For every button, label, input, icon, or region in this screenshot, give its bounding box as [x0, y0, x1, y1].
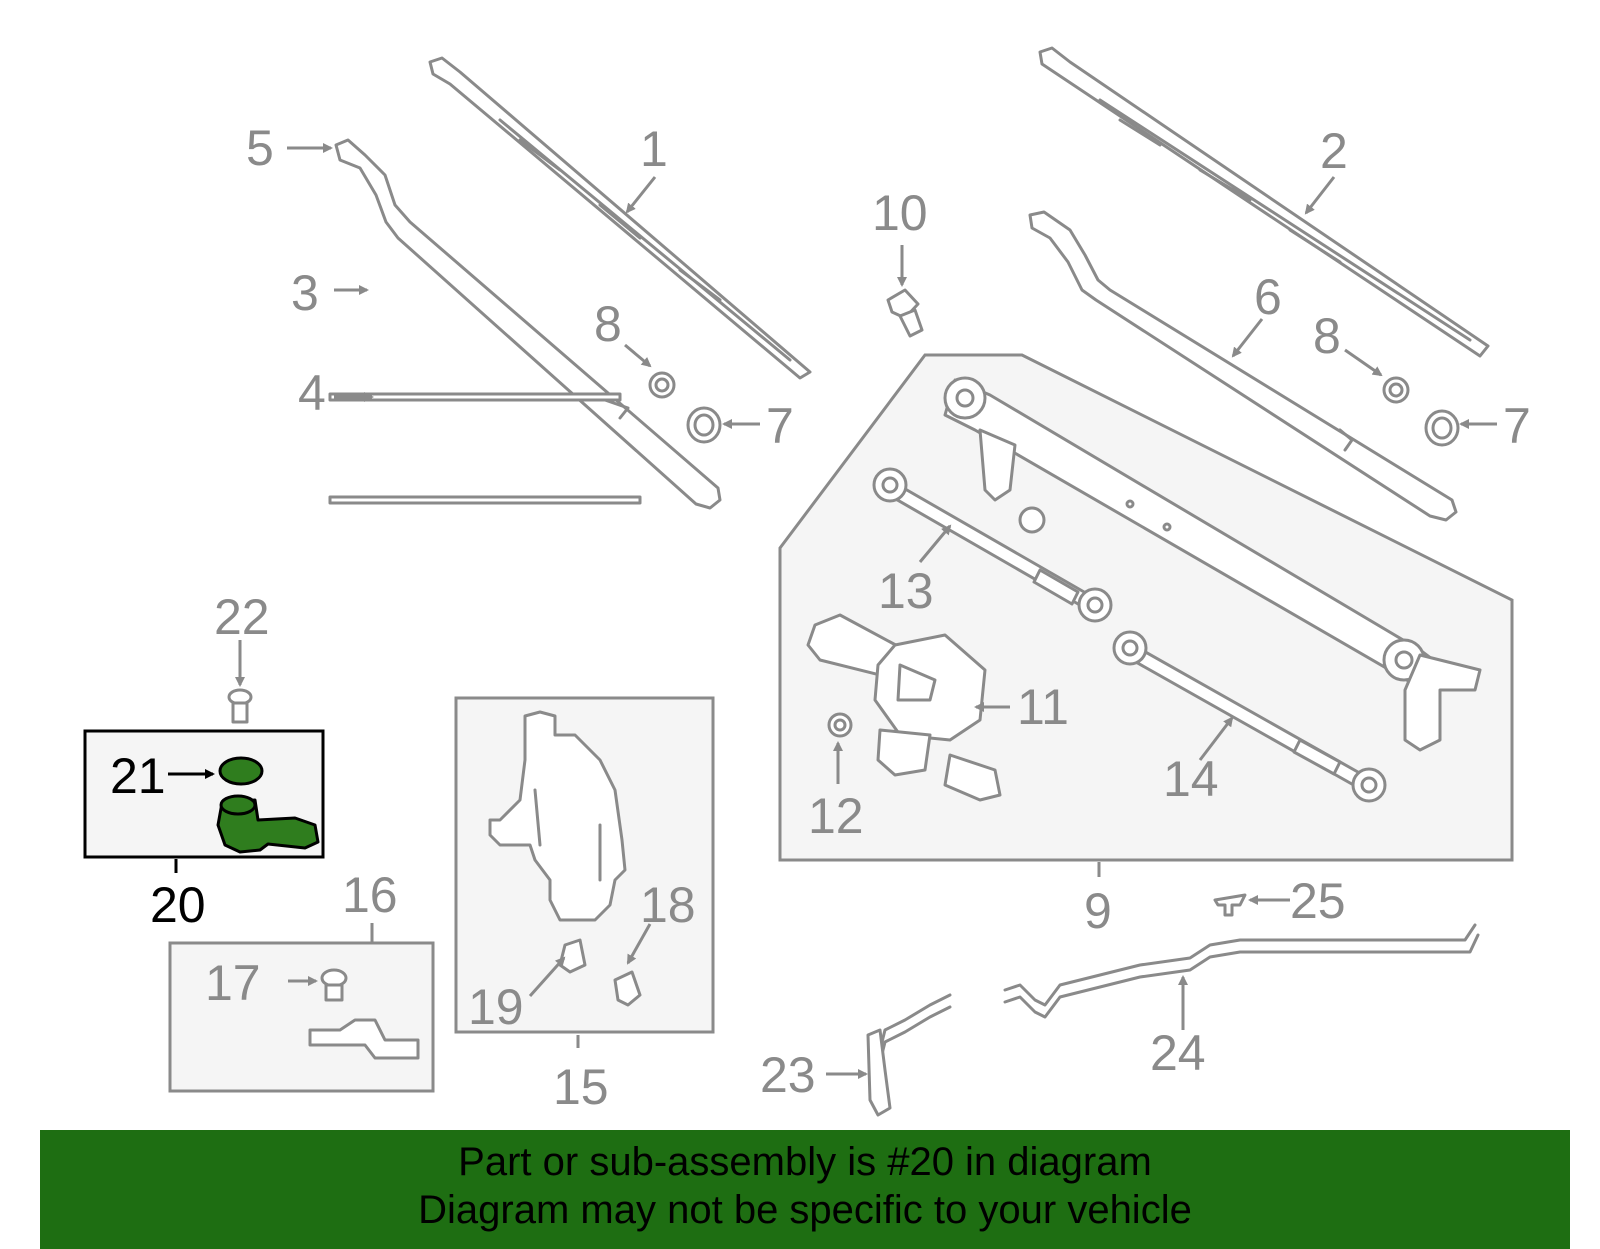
callout-15: 15	[553, 1059, 609, 1115]
wiper-blade-right	[1038, 46, 1490, 358]
clip-25	[1213, 893, 1247, 917]
link-rod-13	[872, 467, 1113, 623]
bolt-17	[320, 968, 348, 1002]
wiper-arm-left	[334, 138, 722, 510]
wiper-washer-parts-diagram: 1 2 3 4 5 6 7 7 8 8 9 10 11 12 13 14 15 …	[83, 46, 1531, 1117]
banner-line-1: Part or sub-assembly is #20 in diagram	[458, 1140, 1152, 1184]
leader-lines	[168, 143, 1497, 1079]
callout-20: 20	[150, 877, 206, 933]
callout-13: 13	[878, 563, 934, 619]
callout-17: 17	[205, 955, 261, 1011]
wiper-motor-11	[806, 613, 1002, 802]
banner-line-2: Diagram may not be specific to your vehi…	[418, 1188, 1192, 1232]
clip-18	[613, 970, 642, 1007]
wiper-arm-right	[1028, 210, 1458, 522]
callout-11: 11	[1017, 679, 1069, 735]
nozzle-connector-23	[866, 1028, 892, 1117]
callout-22: 22	[214, 589, 270, 645]
callout-8-right: 8	[1313, 308, 1341, 364]
blade-insert	[328, 392, 642, 505]
cap-right	[1424, 409, 1460, 447]
washer-reservoir	[488, 710, 627, 922]
info-banner: Part or sub-assembly is #20 in diagram D…	[40, 1130, 1570, 1249]
callout-5: 5	[246, 120, 274, 176]
nut-left	[648, 371, 676, 399]
linkage-group-box-9	[778, 353, 1514, 862]
grommet-19	[558, 938, 587, 974]
callout-12: 12	[808, 788, 864, 844]
linkage-main-bar	[943, 376, 1482, 752]
callout-8-left: 8	[594, 296, 622, 352]
cap-left	[686, 406, 722, 444]
washer-pump-20	[216, 794, 320, 854]
callout-6: 6	[1254, 269, 1282, 325]
callout-labels: 1 2 3 4 5 6 7 7 8 8 9 10 11 12 13 14 15 …	[110, 120, 1531, 1115]
link-rod-14	[1112, 630, 1387, 803]
callout-7-left: 7	[766, 398, 794, 454]
nut-right	[1382, 376, 1410, 404]
bolt-22	[227, 688, 253, 724]
bolt-12	[827, 712, 853, 738]
callout-3: 3	[291, 265, 319, 321]
bracket-16	[308, 1018, 420, 1060]
callout-24: 24	[1150, 1025, 1206, 1081]
callout-2: 2	[1320, 123, 1348, 179]
wiper-blade-left	[428, 56, 812, 380]
callout-23: 23	[760, 1047, 816, 1103]
callout-25: 25	[1290, 873, 1346, 929]
bracket-group-box-16	[168, 941, 435, 1093]
callout-16: 16	[342, 867, 398, 923]
callout-21: 21	[110, 748, 166, 804]
callout-14: 14	[1163, 751, 1219, 807]
bolt-10	[886, 288, 924, 338]
callout-1: 1	[640, 121, 668, 177]
callout-4: 4	[298, 365, 326, 421]
callout-19: 19	[468, 979, 524, 1035]
callout-10: 10	[872, 185, 928, 241]
callout-9: 9	[1084, 883, 1112, 939]
callout-7-right: 7	[1503, 398, 1531, 454]
callout-18: 18	[640, 877, 696, 933]
pump-seal-21	[218, 756, 264, 786]
